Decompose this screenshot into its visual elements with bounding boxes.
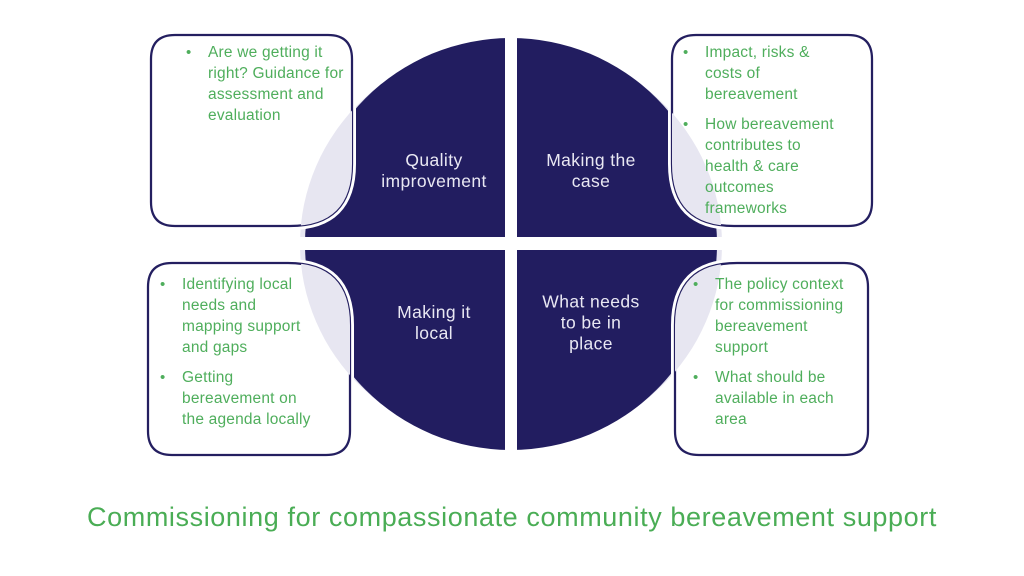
quadrant-label-making-the-case: Making the case xyxy=(546,150,636,191)
bullet-icon: • xyxy=(683,116,689,133)
list-item: • Are we getting it right? Guidance for … xyxy=(186,42,344,126)
callout-content-top-right: • Impact, risks & costs of bereavement •… xyxy=(683,42,834,228)
bullet-text: Impact, risks & costs of bereavement xyxy=(705,44,810,103)
callout-box-bottom-right xyxy=(671,259,872,459)
bullet-icon: • xyxy=(186,44,192,61)
bullet-text: Identifying local needs and mapping supp… xyxy=(182,276,301,356)
bullet-text: How bereavement contributes to health & … xyxy=(705,116,834,217)
list-item: • How bereavement contributes to health … xyxy=(683,114,834,219)
list-item: • The policy context for commissioning b… xyxy=(693,274,844,358)
callout-box-bottom-left xyxy=(144,259,354,459)
quadrant-label-quality-improvement: Quality improvement xyxy=(381,150,487,191)
list-item: • Identifying local needs and mapping su… xyxy=(160,274,311,358)
bullet-text: Are we getting it right? Guidance for as… xyxy=(208,44,344,124)
horizontal-gap xyxy=(291,237,732,250)
callout-content-bottom-left: • Identifying local needs and mapping su… xyxy=(160,274,311,439)
list-item: • Getting bereavement on the agenda loca… xyxy=(160,367,311,430)
diagram-title: Commissioning for compassionate communit… xyxy=(87,502,937,532)
bullet-icon: • xyxy=(683,44,689,61)
bullet-icon: • xyxy=(160,369,166,386)
list-item: • Impact, risks & costs of bereavement xyxy=(683,42,834,105)
bullet-icon: • xyxy=(693,369,699,386)
list-item: • What should be available in each area xyxy=(693,367,844,430)
bullet-text: What should be available in each area xyxy=(715,369,834,428)
bullet-icon: • xyxy=(160,276,166,293)
callout-box-top-right xyxy=(668,31,876,230)
bullet-icon: • xyxy=(693,276,699,293)
bullet-text: The policy context for commissioning ber… xyxy=(715,276,844,356)
quadrant-label-what-needs-to-be-in-place: What needs to be in place xyxy=(542,291,640,354)
callout-box-top-left xyxy=(147,31,356,230)
quadrant-label-making-it-local: Making it local xyxy=(397,302,471,343)
bullet-text: Getting bereavement on the agenda locall… xyxy=(182,369,311,428)
callout-content-top-left: • Are we getting it right? Guidance for … xyxy=(186,42,344,135)
callout-content-bottom-right: • The policy context for commissioning b… xyxy=(693,274,844,439)
